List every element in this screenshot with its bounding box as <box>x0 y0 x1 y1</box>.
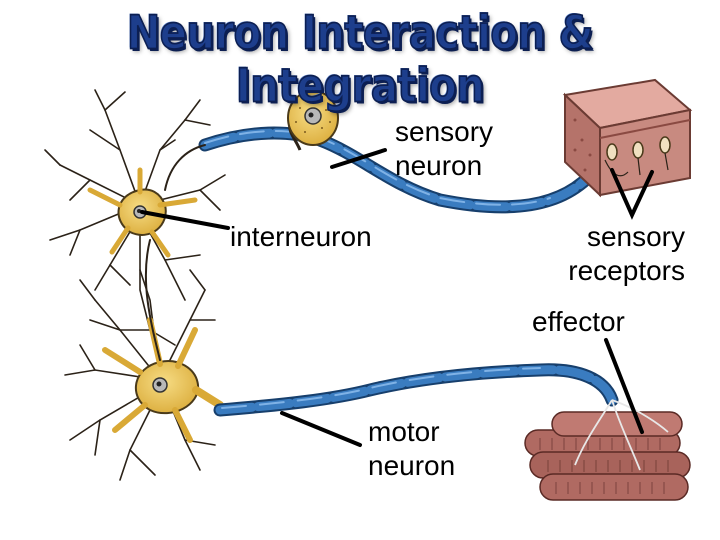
motor-axon <box>144 239 619 417</box>
label-sensory-receptors-line1: sensory <box>586 221 685 252</box>
label-interneuron: interneuron <box>230 221 372 252</box>
label-motor-neuron-line1: motor <box>368 416 440 447</box>
label-motor-neuron: motor neuron <box>368 415 455 483</box>
label-sensory-neuron-line2: neuron <box>395 150 483 181</box>
label-effector: effector <box>532 306 625 337</box>
muscle-bundle <box>524 399 691 501</box>
label-motor-neuron-line2: neuron <box>368 450 456 481</box>
pointer-lines <box>140 148 654 447</box>
motor-cell-body <box>102 317 224 443</box>
diagram-title: Neuron Interaction & Integration <box>126 6 594 114</box>
label-sensory-receptors-line2: receptors <box>568 255 685 286</box>
sensory-axon <box>164 126 612 214</box>
label-sensory-receptors: sensory receptors <box>530 220 685 288</box>
skin-block <box>562 78 693 198</box>
label-sensory-neuron-line1: sensory <box>395 116 494 147</box>
sensory-cell-body <box>287 90 339 151</box>
label-sensory-neuron: sensory neuron <box>395 115 493 183</box>
